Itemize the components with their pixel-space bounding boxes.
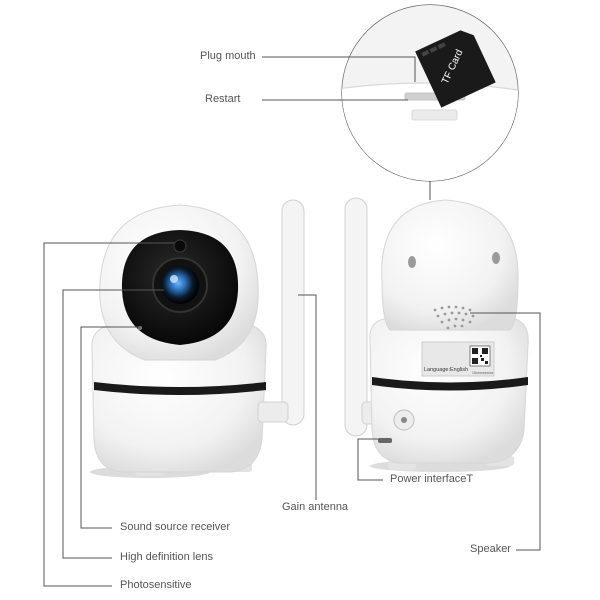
- front-antenna: [281, 199, 305, 426]
- sticker-language-text: Language:English: [424, 367, 468, 373]
- callout-plug-mouth: Plug mouth: [200, 50, 256, 62]
- callout-speaker: Speaker: [470, 543, 511, 555]
- hd-lens: [161, 266, 199, 304]
- tf-slot-zoom: TF Card: [341, 4, 519, 200]
- front-black-band: [94, 382, 266, 395]
- callout-restart: Restart: [205, 93, 241, 105]
- back-antenna: [344, 197, 368, 437]
- sticker-serial-text: 10xxxxxxxxxx: [472, 371, 494, 375]
- photosensitive-sensor: [173, 239, 187, 253]
- callout-power-interface: Power interfaceT: [390, 473, 474, 485]
- speaker-grill: [433, 305, 475, 330]
- callout-gain-antenna: Gain antenna: [282, 501, 349, 513]
- callout-photosensitive: Photosensitive: [120, 579, 192, 591]
- tf-card: [415, 30, 496, 108]
- callout-sound-source-receiver: Sound source receiver: [120, 521, 231, 533]
- leader-lines: [43, 56, 541, 587]
- micro-usb-port: [378, 438, 392, 443]
- callout-high-definition-lens: High definition lens: [120, 551, 213, 563]
- back-camera: Language:English 10xxxxxxxxxx: [344, 197, 529, 472]
- front-camera: [90, 199, 305, 478]
